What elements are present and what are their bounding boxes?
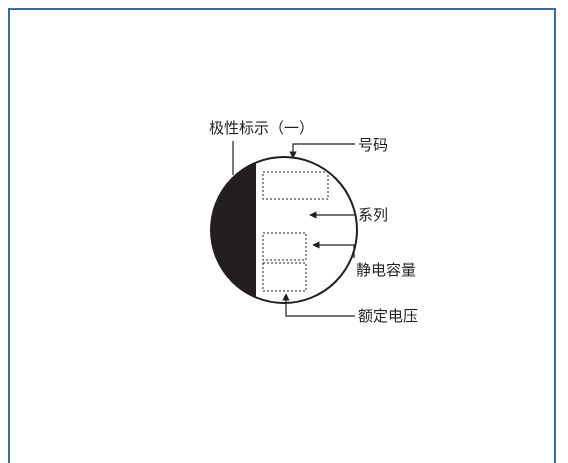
capacitance-box (262, 232, 307, 261)
label-polarity: 极性标示（一） (209, 119, 314, 137)
polarity-band (211, 157, 256, 303)
figure-frame (8, 8, 556, 463)
label-series: 系列 (358, 206, 388, 224)
label-number: 号码 (358, 136, 388, 154)
label-capacitance: 静电容量 (356, 261, 416, 279)
rated-voltage-box (262, 262, 307, 292)
label-rated-voltage: 额定电压 (358, 307, 418, 325)
number-box (262, 171, 329, 200)
capacitor-top-circle (210, 156, 358, 304)
capacitance-leader (312, 241, 355, 258)
number-leader (289, 143, 355, 159)
rated-voltage-leader (282, 293, 355, 317)
